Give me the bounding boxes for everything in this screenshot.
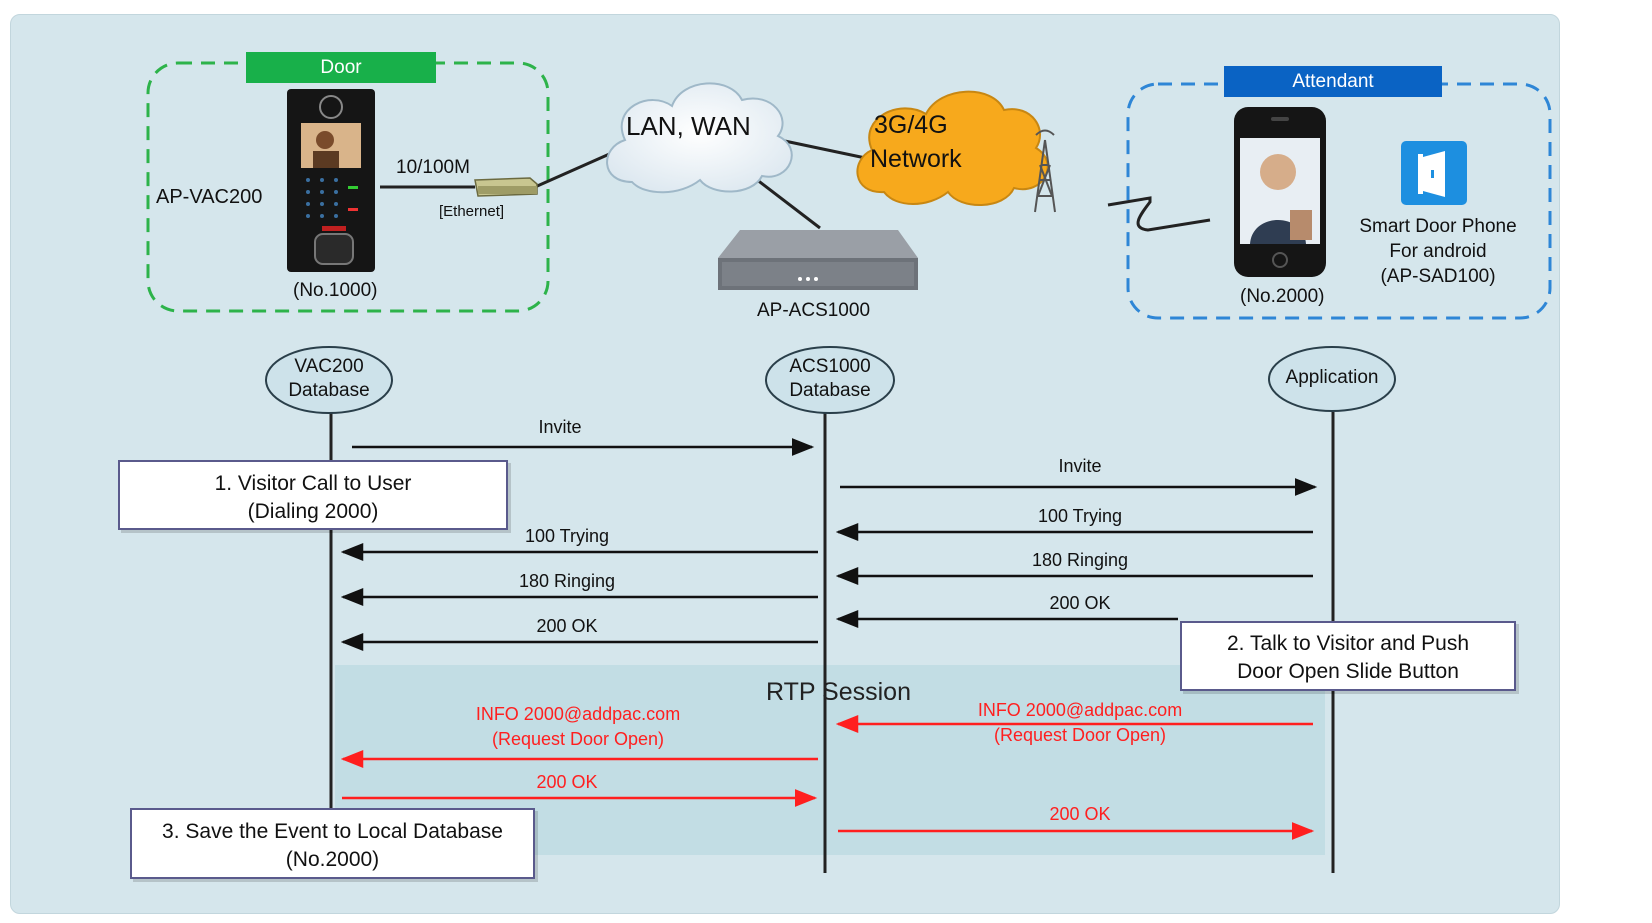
mobile-network-label-1: 3G/4G [874, 111, 948, 139]
door-terminal-icon [287, 89, 375, 272]
step2-note: 2. Talk to Visitor and Push Door Open Sl… [1180, 621, 1516, 691]
mobile-network-cloud-icon [856, 90, 1049, 206]
network-links [380, 138, 1211, 232]
step3-note: 3. Save the Event to Local Database (No.… [130, 808, 535, 879]
step2-line-2: Door Open Slide Button [1237, 660, 1459, 683]
sip-arrows [340, 438, 1318, 651]
mobile-network-label-2: Network [870, 145, 962, 173]
attendant-group-box [1126, 82, 1552, 320]
lan-wan-label: LAN, WAN [626, 111, 751, 141]
link-speed-label: 10/100M [396, 157, 470, 178]
acs1000-label-1: ACS1000 [789, 356, 871, 377]
msg-trying-right: 100 Trying [1037, 506, 1123, 526]
step1-note: 1. Visitor Call to User (Dialing 2000) [118, 460, 508, 530]
msg-ringing-right: 180 Ringing [1031, 550, 1129, 570]
attendant-tag: Attendant [1224, 66, 1442, 97]
acs1000-server-icon [718, 230, 918, 290]
vac200-label-1: VAC200 [294, 356, 364, 377]
acs1000-label-2: Database [789, 380, 871, 401]
door-device-name: AP-VAC200 [156, 186, 263, 208]
vac200-database-node [265, 346, 393, 414]
msg-info-left-1: INFO 2000@addpac.com [475, 704, 681, 724]
vac200-label-2: Database [288, 380, 370, 401]
attendant-number: (No.2000) [1240, 286, 1325, 307]
app-name-line-1: Smart Door Phone [1359, 216, 1517, 237]
msg-trying-left: 100 Trying [524, 526, 610, 546]
msg-invite-right: Invite [1058, 456, 1102, 476]
msg-info-right-1: INFO 2000@addpac.com [977, 700, 1183, 720]
server-name: AP-ACS1000 [757, 300, 871, 321]
msg-ok-right: 200 OK [1049, 593, 1111, 613]
acs1000-database-node [765, 346, 895, 414]
ethernet-switch-icon [474, 177, 538, 197]
step1-line-2: (Dialing 2000) [247, 500, 379, 523]
step2-line-1: 2. Talk to Visitor and Push [1226, 632, 1470, 655]
info-arrows [340, 715, 1315, 840]
app-name-line-2: For android [1389, 241, 1487, 262]
msg-ok-red-right: 200 OK [1049, 804, 1111, 824]
application-label: Application [1285, 367, 1379, 388]
application-node [1268, 346, 1396, 412]
step3-line-1: 3. Save the Event to Local Database [162, 820, 503, 843]
door-number: (No.1000) [293, 280, 378, 301]
lan-wan-cloud-icon [606, 82, 793, 194]
msg-ok-red-left: 200 OK [536, 772, 598, 792]
msg-info-left-2: (Request Door Open) [491, 729, 665, 749]
msg-info-right-2: (Request Door Open) [993, 725, 1167, 745]
step3-line-2: (No.2000) [285, 848, 380, 871]
cell-tower-icon [1034, 129, 1056, 213]
rtp-session-label: RTP Session [766, 678, 911, 706]
smartphone-icon [1234, 107, 1326, 277]
door-app-icon [1401, 141, 1467, 205]
app-name-line-3: (AP-SAD100) [1380, 266, 1496, 287]
msg-invite-left: Invite [538, 417, 582, 437]
msg-ok-left: 200 OK [536, 616, 598, 636]
link-type-label: [Ethernet] [439, 203, 505, 220]
door-tag: Door [246, 52, 436, 83]
msg-ringing-left: 180 Ringing [518, 571, 616, 591]
step1-line-1: 1. Visitor Call to User [214, 472, 412, 495]
